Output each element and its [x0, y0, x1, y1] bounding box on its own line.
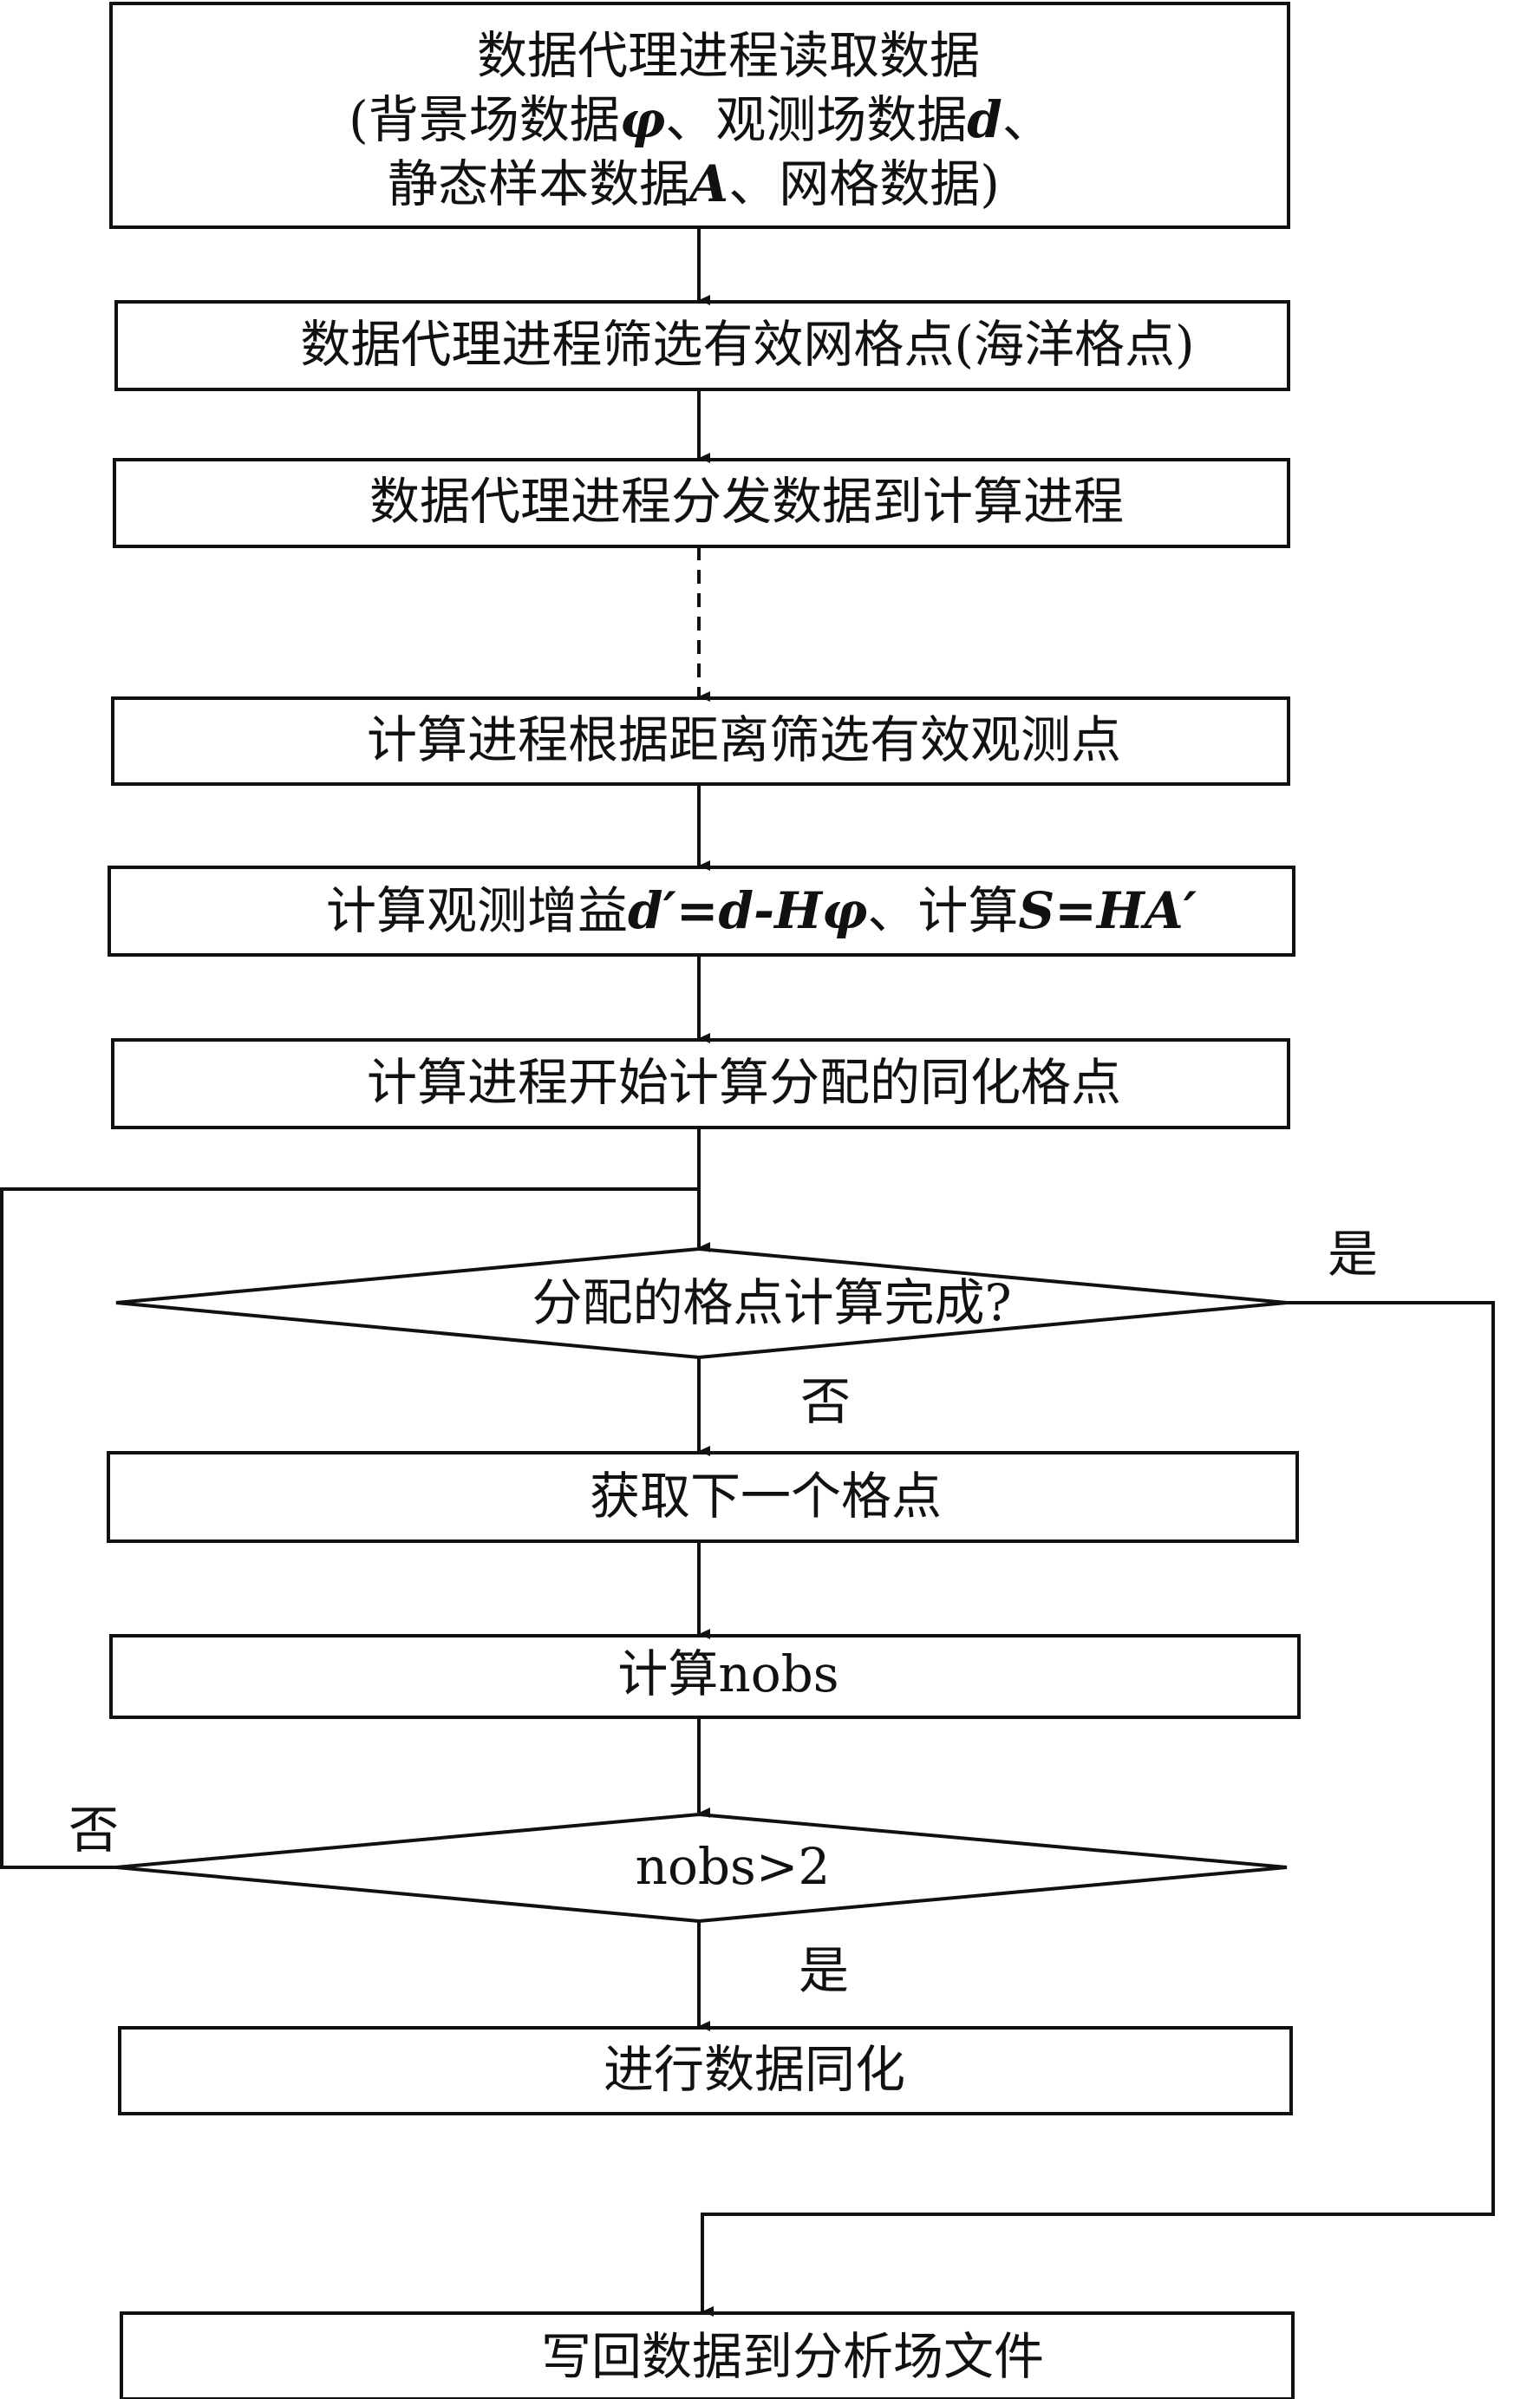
read-line1: 数据代理进程读取数据 — [477, 26, 980, 85]
read-line3: 静态样本数据A、网格数据) — [388, 154, 1000, 213]
compute-nobs-label: 计算nobs — [617, 1644, 839, 1703]
loop-back-line — [0, 1187, 699, 1869]
yes-branch-line — [701, 1301, 1495, 2317]
gain-label: 计算观测增益d′=d-Hφ、计算S=HA′ — [326, 881, 1197, 940]
decision-nobs — [115, 1812, 1288, 1924]
filter-obs-label: 计算进程根据距离筛选有效观测点 — [367, 710, 1121, 769]
start-compute-label: 计算进程开始计算分配的同化格点 — [367, 1053, 1121, 1112]
decision-all-done-label: 分配的格点计算完成? — [532, 1273, 1011, 1332]
distribute-label: 数据代理进程分发数据到计算进程 — [369, 472, 1124, 531]
get-next-label: 获取下一个格点 — [590, 1467, 942, 1526]
assimilate-label: 进行数据同化 — [604, 2040, 905, 2099]
read-line2: (背景场数据φ、观测场数据d、 — [349, 90, 1053, 149]
filter-grid-label: 数据代理进程筛选有效网格点(海洋格点) — [300, 315, 1194, 374]
decision-nobs-label: nobs>2 — [636, 1837, 831, 1896]
write-back-label: 写回数据到分析场文件 — [541, 2327, 1044, 2386]
no-nobs-label: 否 — [69, 1801, 119, 1860]
no-done-label: 否 — [800, 1372, 851, 1431]
yes-done-label: 是 — [1328, 1225, 1378, 1284]
yes-nobs-label: 是 — [799, 1941, 849, 2000]
